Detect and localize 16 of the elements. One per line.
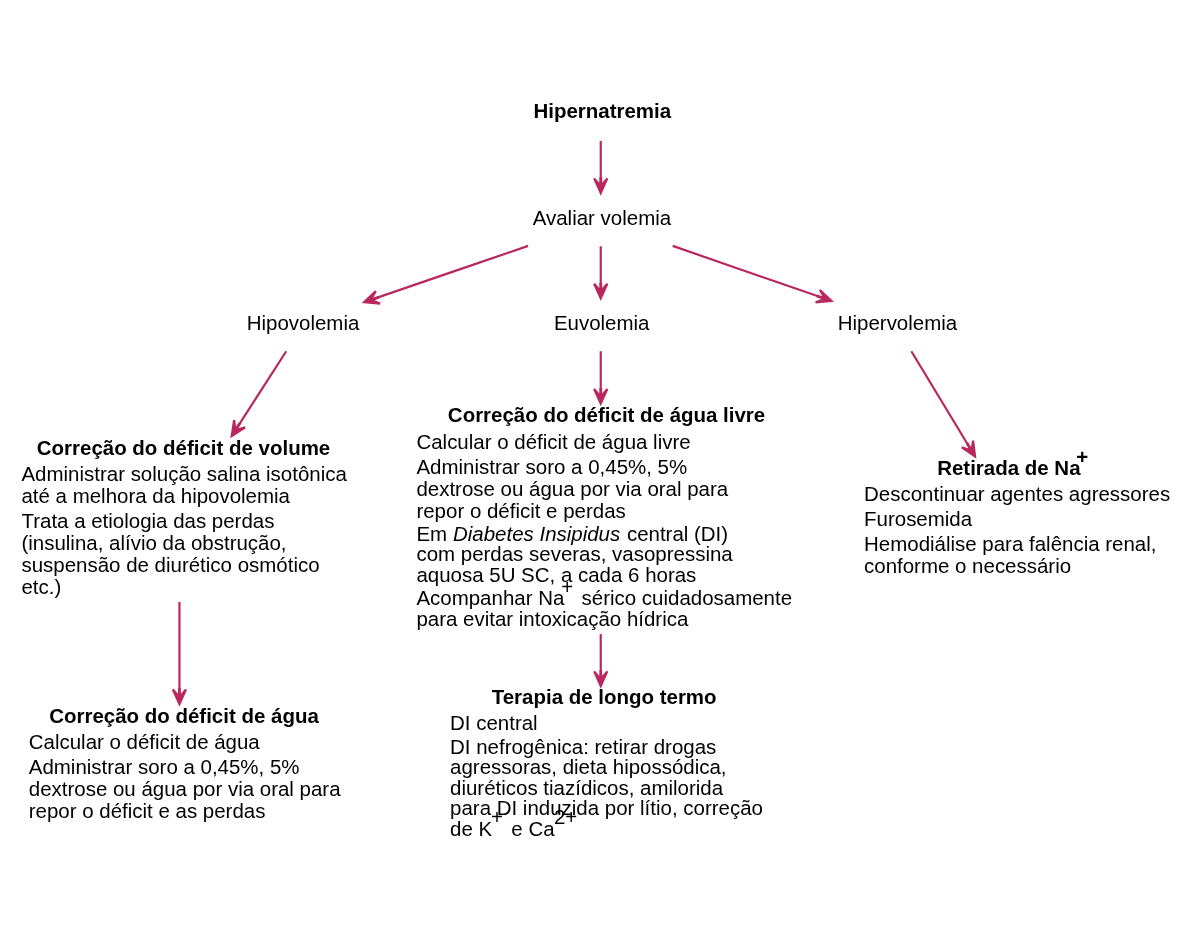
arrow [910,350,977,458]
arrow [593,246,609,300]
arrow [672,244,833,304]
arrow [593,634,609,688]
arrow [363,244,529,305]
arrow [171,601,188,706]
node-text: Avaliar volemia [532,205,672,229]
arrow [593,140,609,195]
node-text: Hipovolemia [246,311,360,335]
node-text: Correção do déficit de água Calcular o déficit de água Administrar soro a 0,45%, 5% dextrose ou água por via oral para repor o déficit e as perdas [28,704,341,823]
arrow [593,351,609,405]
node-text: Hipervolemia [837,311,958,335]
node-text: Euvolemia [553,311,650,335]
arrow [230,350,288,438]
node-text: Hipernatremia [533,99,672,123]
node-text: Correção do déficit de volume Administrar solução salina isotônica até a melhora da hipovolemia Trata a etiologia das perdas (insulina, alívio da obstrução, suspensão de diurético osmótico etc.) [21,435,347,598]
